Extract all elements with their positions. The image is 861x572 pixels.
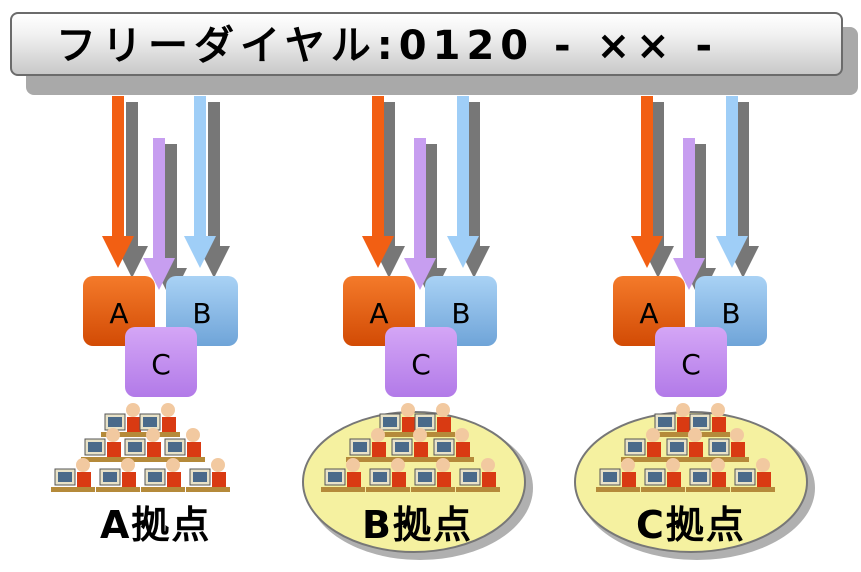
operators-clipart xyxy=(596,403,775,492)
site-c-group: B A C xyxy=(574,96,815,560)
arrow-b xyxy=(184,96,230,278)
operator-icon xyxy=(663,428,707,462)
operators-clipart xyxy=(51,403,230,492)
operator-icon xyxy=(456,458,500,492)
box-c xyxy=(385,327,457,397)
operator-icon xyxy=(141,458,185,492)
operator-icon xyxy=(366,458,410,492)
site-a-label: A拠点 xyxy=(100,503,212,547)
arrow-a xyxy=(362,96,405,278)
toll-free-number: フリーダイヤル:0120 - ×× - xyxy=(56,23,719,69)
arrow-b xyxy=(716,96,759,278)
arrow-b xyxy=(447,96,490,278)
operator-icon xyxy=(101,403,145,437)
operator-icon xyxy=(96,458,140,492)
box-c-label: C xyxy=(411,348,431,381)
operator-icon xyxy=(388,428,432,462)
operator-icon xyxy=(651,403,695,437)
operator-icon xyxy=(686,458,730,492)
site-b-group: B A C xyxy=(302,96,533,560)
operator-icon xyxy=(641,458,685,492)
arrow-c xyxy=(673,138,716,300)
arrow-a xyxy=(102,96,148,278)
box-c xyxy=(125,327,197,397)
box-c-label: C xyxy=(681,348,701,381)
operator-icon xyxy=(596,458,640,492)
operator-icon xyxy=(686,403,730,437)
box-a-label: A xyxy=(109,297,128,330)
operator-icon xyxy=(346,428,390,462)
arrow-c xyxy=(404,138,447,300)
operator-icon xyxy=(161,428,205,462)
box-b-label: B xyxy=(721,297,740,330)
operator-icon xyxy=(51,458,95,492)
toll-free-banner: フリーダイヤル:0120 - ×× - xyxy=(10,12,843,76)
box-c xyxy=(655,327,727,397)
operator-icon xyxy=(731,458,775,492)
box-b-label: B xyxy=(451,297,470,330)
arrow-c xyxy=(143,138,187,300)
operators-clipart xyxy=(321,403,500,492)
site-b-label: B拠点 xyxy=(362,503,473,547)
operator-icon xyxy=(81,428,125,462)
arrow-a xyxy=(631,96,674,278)
site-c-label: C拠点 xyxy=(636,503,746,547)
operator-icon xyxy=(411,403,455,437)
box-a-label: A xyxy=(639,297,658,330)
operator-icon xyxy=(321,458,365,492)
operator-icon xyxy=(121,428,165,462)
operator-icon xyxy=(430,428,474,462)
box-a-label: A xyxy=(369,297,388,330)
box-b-label: B xyxy=(192,297,211,330)
operator-icon xyxy=(376,403,420,437)
operator-icon xyxy=(705,428,749,462)
operator-icon xyxy=(621,428,665,462)
site-a-group: B A C xyxy=(51,96,238,492)
operator-icon xyxy=(186,458,230,492)
operator-icon xyxy=(411,458,455,492)
box-c-label: C xyxy=(151,348,171,381)
